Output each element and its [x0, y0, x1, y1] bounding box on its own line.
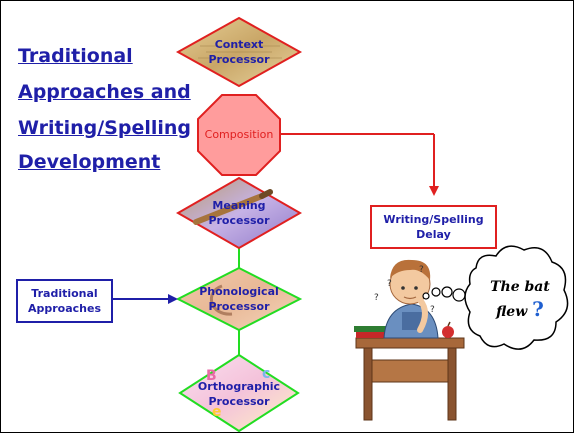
svg-text:?: ?: [374, 293, 379, 303]
orthographic-processor-label: Orthographic Processor: [194, 379, 284, 409]
orthographic-line-1: Orthographic: [197, 380, 281, 393]
phonological-processor-node: [175, 266, 303, 332]
context-line-1: Context: [214, 38, 264, 51]
orthographic-line-2: Processor: [208, 395, 270, 408]
meaning-line-2: Processor: [208, 214, 270, 227]
svg-text:?: ?: [430, 305, 435, 315]
writing-delay-line-2: Delay: [416, 228, 451, 241]
meaning-processor-label: Meaning Processor: [199, 198, 279, 228]
child-at-desk-illustration: ? ? ? ?: [354, 259, 465, 421]
svg-text:e: e: [212, 404, 222, 420]
thought-bubble-text-wrap: The bat flew ?: [484, 276, 556, 323]
writing-spelling-delay-box: Writing/Spelling Delay: [370, 205, 497, 249]
phonological-line-2: Processor: [208, 300, 270, 313]
phonological-processor-label: Phonological Processor: [194, 284, 284, 314]
traditional-line-1: Traditional: [31, 287, 98, 300]
svg-text:?: ?: [419, 265, 424, 275]
traditional-approaches-box: Traditional Approaches: [16, 279, 113, 323]
svg-text:B: B: [206, 368, 217, 384]
orthographic-processor-node: B c e: [178, 353, 300, 433]
meaning-line-1: Meaning: [212, 199, 266, 212]
title-line-2: Approaches and: [18, 81, 191, 103]
thought-bubble: [422, 245, 569, 350]
title-line-1: Traditional: [18, 45, 133, 67]
composition-to-delay-arrow: [280, 133, 439, 196]
svg-text:?: ?: [387, 279, 392, 289]
meaning-processor-node: [175, 176, 303, 250]
title-line-3: Writing/Spelling: [18, 117, 192, 139]
composition-label: Composition: [204, 128, 274, 141]
writing-delay-line-1: Writing/Spelling: [383, 213, 484, 226]
context-processor-node: [175, 16, 303, 88]
thought-bubble-text: The bat flew: [490, 279, 550, 320]
traditional-line-2: Approaches: [27, 302, 102, 315]
thought-bubble-question-mark: ?: [532, 297, 544, 321]
context-processor-label: Context Processor: [204, 37, 274, 67]
phonological-line-1: Phonological: [199, 285, 279, 298]
title-line-4: Development: [18, 151, 161, 173]
traditional-to-phonological-arrow: [113, 294, 178, 304]
svg-text:c: c: [262, 366, 270, 382]
composition-node: [197, 94, 281, 176]
context-line-2: Processor: [208, 53, 270, 66]
